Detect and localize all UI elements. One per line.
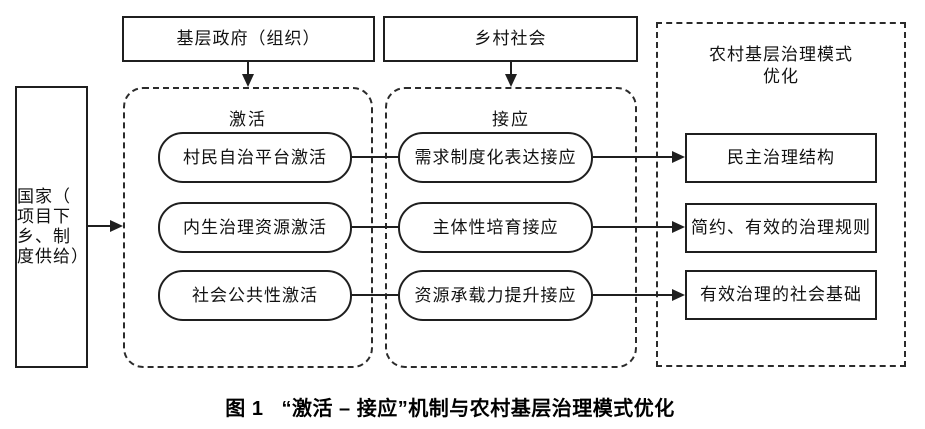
group-reception-title: 接应: [492, 110, 530, 129]
arrow-head-reception-opt-2: [672, 221, 685, 233]
arrow-head-reception-opt-3: [672, 289, 685, 301]
node-activation-item-3: 社会公共性激活: [158, 270, 352, 321]
link-activation-reception-2: [351, 226, 399, 228]
arrow-line-reception-opt-2: [593, 226, 673, 228]
arrow-line-reception-opt-1: [593, 156, 673, 158]
node-grassroots-government-label: 基层政府（组织）: [176, 29, 321, 48]
state-line-4: 度供给）: [17, 247, 89, 266]
figure-caption: 图 1 “激活 – 接应”机制与农村基层治理模式优化: [0, 392, 900, 421]
node-state-label: 国家（ 项目下 乡、制 度供给）: [17, 187, 89, 267]
node-activation-item-1: 村民自治平台激活: [158, 132, 352, 183]
node-state: 国家（ 项目下 乡、制 度供给）: [15, 86, 88, 368]
state-line-3: 乡、制: [17, 227, 71, 246]
state-line-1: 国家（: [17, 187, 71, 206]
node-optimization-item-2: 简约、有效的治理规则: [685, 203, 877, 253]
node-reception-item-1-label: 需求制度化表达接应: [414, 147, 577, 167]
node-optimization-item-3-label: 有效治理的社会基础: [700, 285, 862, 304]
node-optimization-item-1-label: 民主治理结构: [727, 148, 835, 167]
group-optimization: 农村基层治理模式 优化: [656, 22, 906, 367]
node-optimization-item-1: 民主治理结构: [685, 133, 877, 183]
arrow-line-state-activation: [88, 225, 111, 227]
figure-caption-number: 图 1: [225, 398, 264, 420]
node-activation-item-1-label: 村民自治平台激活: [183, 147, 327, 167]
arrow-head-society-reception: [505, 74, 517, 87]
group-optimization-title-line2: 优化: [763, 67, 799, 86]
node-activation-item-2: 内生治理资源激活: [158, 202, 352, 253]
figure-caption-title: “激活 – 接应”机制与农村基层治理模式优化: [281, 398, 675, 420]
arrow-head-reception-opt-1: [672, 151, 685, 163]
arrow-head-state-activation: [110, 220, 123, 232]
node-activation-item-2-label: 内生治理资源激活: [183, 217, 327, 237]
node-reception-item-1: 需求制度化表达接应: [398, 132, 593, 183]
node-optimization-item-2-label: 简约、有效的治理规则: [691, 218, 871, 237]
arrow-line-gov-activation: [247, 62, 249, 76]
node-grassroots-government: 基层政府（组织）: [122, 16, 375, 62]
group-activation-title: 激活: [229, 110, 267, 129]
node-reception-item-2-label: 主体性培育接应: [432, 217, 559, 237]
node-rural-society-label: 乡村社会: [474, 29, 547, 48]
node-optimization-item-3: 有效治理的社会基础: [685, 270, 877, 320]
node-rural-society: 乡村社会: [383, 16, 638, 62]
node-reception-item-2: 主体性培育接应: [398, 202, 593, 253]
link-activation-reception-1: [351, 156, 399, 158]
node-reception-item-3: 资源承载力提升接应: [398, 270, 593, 321]
arrow-head-gov-activation: [242, 74, 254, 87]
node-reception-item-3-label: 资源承载力提升接应: [414, 285, 577, 305]
group-optimization-title-line1: 农村基层治理模式: [709, 45, 853, 64]
link-activation-reception-3: [351, 294, 399, 296]
state-line-2: 项目下: [17, 207, 71, 226]
arrow-line-reception-opt-3: [593, 294, 673, 296]
group-optimization-title: 农村基层治理模式 优化: [658, 44, 904, 88]
node-activation-item-3-label: 社会公共性激活: [192, 285, 318, 305]
arrow-line-society-reception: [510, 62, 512, 76]
